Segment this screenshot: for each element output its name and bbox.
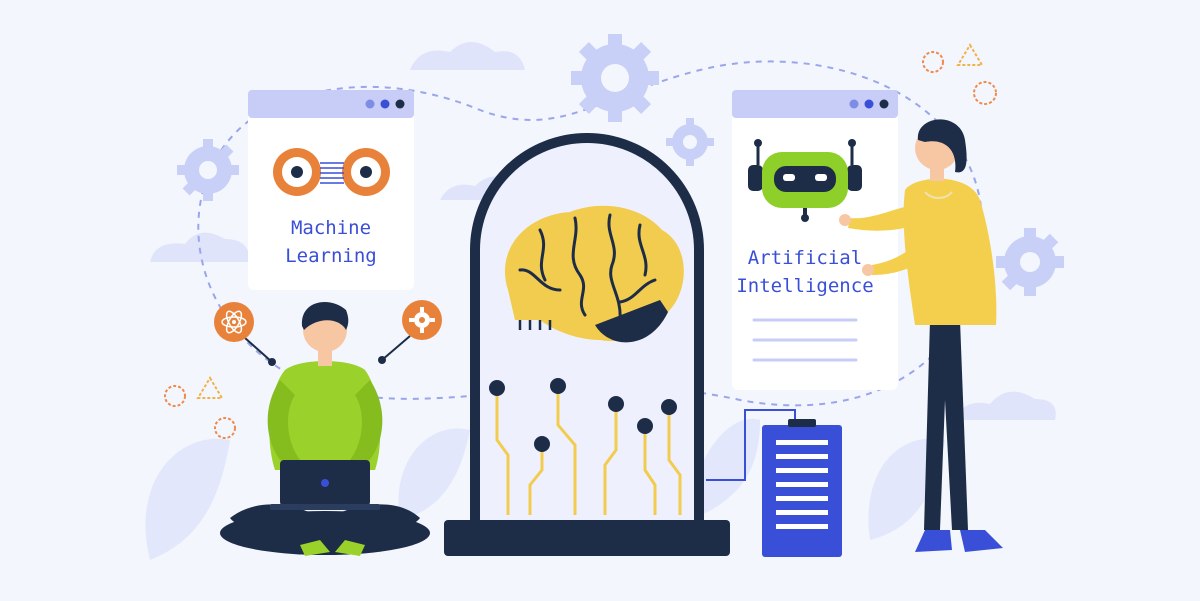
gear-icon <box>996 228 1064 296</box>
gear-icon <box>571 34 659 122</box>
leaf-decoration <box>145 418 945 560</box>
woman-pointing <box>839 119 1003 552</box>
circle-icon <box>922 51 944 73</box>
cloud-icon <box>955 391 1056 420</box>
man-with-laptop <box>220 302 430 556</box>
gear-icon <box>177 139 239 201</box>
server-icon <box>706 409 842 557</box>
ai-title-line1: Artificial <box>747 247 863 269</box>
circle-icon <box>164 385 186 407</box>
circuit-lines <box>495 386 682 515</box>
circle-icon <box>214 417 236 439</box>
laptop-icon <box>321 479 329 487</box>
ml-window-card <box>248 90 414 290</box>
brain-dome <box>444 133 730 556</box>
gear-icon <box>666 118 714 166</box>
ai-card-title: Artificial Intelligence <box>732 244 878 300</box>
eyes-icon <box>273 148 390 196</box>
cloud-icon <box>410 42 525 70</box>
triangle-icon <box>956 43 984 66</box>
ml-title-line2: Learning <box>285 245 377 267</box>
ml-title-line1: Machine <box>290 217 372 239</box>
brain-icon <box>504 205 684 343</box>
ml-card-title: Machine Learning <box>248 214 414 270</box>
ai-window-card <box>732 90 898 390</box>
cloud-icon <box>150 232 250 262</box>
circle-icon <box>973 81 997 105</box>
ai-title-line2: Intelligence <box>736 275 874 297</box>
triangle-icon <box>196 376 224 399</box>
settings-icon <box>378 300 442 364</box>
robot-icon <box>748 139 862 222</box>
atom-icon <box>214 302 276 366</box>
